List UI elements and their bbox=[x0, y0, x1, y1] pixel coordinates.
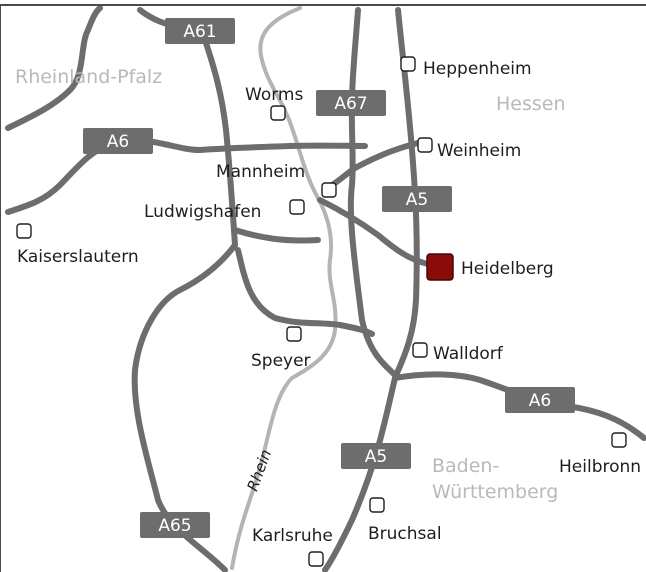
region-rheinland-pfalz: Rheinland-Pfalz bbox=[15, 66, 162, 88]
city-label-kaiserslautern: Kaiserslautern bbox=[17, 247, 139, 267]
shield-a5-south-label: A5 bbox=[365, 447, 387, 467]
river-label-rhein: Rhein bbox=[244, 447, 276, 493]
shield-a6-east-label: A6 bbox=[529, 391, 551, 411]
shield-a67-label: A67 bbox=[334, 94, 367, 114]
city-label-ludwigshafen: Ludwigshafen bbox=[144, 202, 261, 222]
road-weinheim-mannheim bbox=[329, 140, 421, 188]
city-label-heilbronn: Heilbronn bbox=[559, 457, 641, 477]
marker-weinheim[interactable] bbox=[417, 137, 433, 153]
road-ludwigshafen-connector bbox=[232, 227, 321, 244]
marker-ludwigshafen[interactable] bbox=[289, 199, 305, 215]
marker-heppenheim[interactable] bbox=[400, 56, 416, 72]
road-a6-west bbox=[5, 137, 368, 215]
shield-a67: A67 bbox=[316, 90, 386, 116]
road-a5-north bbox=[322, 7, 420, 572]
city-label-weinheim: Weinheim bbox=[437, 141, 521, 161]
shield-a6-west-label: A6 bbox=[107, 132, 129, 152]
city-label-speyer: Speyer bbox=[251, 351, 311, 371]
rhein-river bbox=[230, 6, 338, 570]
shield-a5-south: A5 bbox=[341, 443, 411, 469]
city-label-bruchsal: Bruchsal bbox=[368, 524, 442, 544]
shield-a6-west: A6 bbox=[83, 128, 153, 154]
marker-bruchsal[interactable] bbox=[369, 497, 385, 513]
city-label-mannheim: Mannheim bbox=[216, 162, 305, 182]
marker-walldorf[interactable] bbox=[412, 342, 428, 358]
road-speyer-loop bbox=[235, 247, 375, 337]
marker-heidelberg[interactable] bbox=[426, 253, 454, 281]
marker-mannheim[interactable] bbox=[321, 182, 337, 198]
city-label-heidelberg: Heidelberg bbox=[461, 259, 554, 279]
shield-a65-label: A65 bbox=[158, 516, 191, 536]
city-label-walldorf: Walldorf bbox=[433, 344, 504, 364]
shield-a61: A61 bbox=[165, 18, 235, 44]
city-label-worms: Worms bbox=[245, 85, 303, 105]
road-kaiserslautern bbox=[5, 5, 103, 131]
road-a67 bbox=[347, 7, 398, 378]
shield-a65: A65 bbox=[140, 512, 210, 538]
map-frame bbox=[0, 4, 646, 572]
marker-karlsruhe[interactable] bbox=[308, 551, 324, 567]
marker-heilbronn[interactable] bbox=[611, 432, 627, 448]
shield-a6-east: A6 bbox=[505, 387, 575, 413]
road-heidelberg-connector bbox=[317, 197, 431, 267]
marker-speyer[interactable] bbox=[286, 326, 302, 342]
shield-a5-north: A5 bbox=[382, 186, 452, 212]
marker-kaiserslautern[interactable] bbox=[16, 223, 32, 239]
region-baden-line1: Baden- bbox=[432, 455, 499, 477]
region-hessen: Hessen bbox=[496, 93, 566, 115]
shield-a5-north-label: A5 bbox=[406, 190, 428, 210]
city-label-heppenheim: Heppenheim bbox=[423, 59, 532, 79]
region-baden-line2: Württemberg bbox=[432, 481, 558, 503]
city-label-karlsruhe: Karlsruhe bbox=[252, 526, 333, 546]
shield-a61-label: A61 bbox=[183, 22, 216, 42]
marker-worms[interactable] bbox=[270, 105, 286, 121]
